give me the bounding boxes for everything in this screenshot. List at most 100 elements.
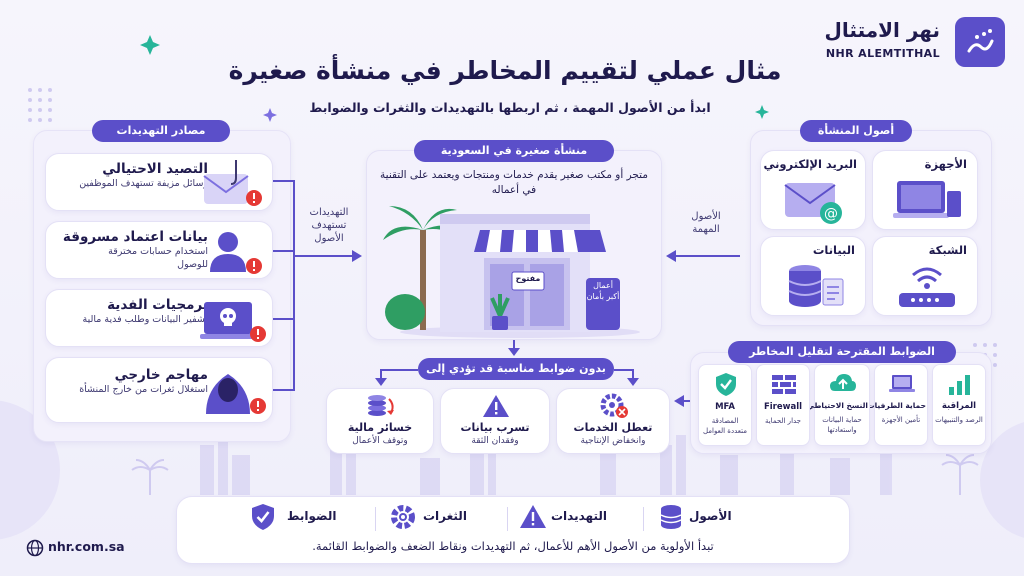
connector	[682, 400, 690, 402]
footer-label: الضوابط	[287, 509, 337, 523]
control-desc: حماية البيانات واستعادتها	[822, 416, 862, 434]
coins-loss-icon	[368, 395, 394, 416]
divider	[375, 507, 376, 531]
threats-heading: مصادر التهديدات	[92, 120, 230, 142]
threat-desc: تشفير البيانات وطلب فدية مالية	[82, 314, 208, 325]
phishing-email-icon	[203, 160, 262, 206]
store-board-text: أعمال أكبر بأمان	[586, 281, 620, 301]
asset-label: الأجهزة	[924, 157, 967, 171]
website-link[interactable]: nhr.com.sa	[48, 539, 125, 554]
threat-card-ransomware: برمجيات الفدية تشفير البيانات وطلب فدية …	[45, 289, 273, 347]
impact-desc: وتوقف الأعمال	[352, 436, 408, 446]
arrow-threats-to-business	[293, 255, 355, 257]
control-title: Firewall	[763, 402, 803, 412]
compromised-user-icon	[210, 232, 262, 274]
footer-note: تبدأ الأولوية من الأصول الأهم للأعمال، ث…	[312, 539, 714, 553]
connector	[273, 250, 295, 252]
page-subtitle: ابدأ من الأصول المهمة ، ثم اربطها بالتهد…	[309, 100, 711, 115]
impact-desc: وفقدان الثقة	[471, 436, 519, 446]
impact-card-data-leak: تسرب بيانات وفقدان الثقة	[440, 388, 550, 454]
control-card-firewall: Firewall جدار الحماية	[756, 364, 810, 446]
monitoring-chart-icon	[949, 375, 970, 395]
store-sign-open: مفتوح	[515, 274, 541, 283]
storefront-illustration	[383, 206, 640, 338]
arrow-head-icon	[508, 348, 520, 356]
connector	[273, 180, 295, 182]
database-icon	[788, 265, 844, 307]
threat-desc: استغلال ثغرات من خارج المنشأة	[79, 384, 208, 395]
impact-desc: وانخفاض الإنتاجية	[580, 436, 646, 446]
control-card-mfa: MFA المصادقة متعددة العوامل	[698, 364, 752, 446]
footer-summary: الأصول التهديدات الثغرات الضوابط تبدأ ال…	[176, 496, 850, 564]
endpoint-laptop-icon	[889, 375, 915, 392]
asset-label: البيانات	[812, 243, 855, 257]
impact-title: تعطل الخدمات	[573, 421, 653, 434]
asset-card-devices: الأجهزة	[872, 150, 978, 230]
connector	[614, 369, 634, 371]
business-heading: منشأة صغيرة في السعودية	[414, 140, 614, 162]
shield-check-icon	[252, 504, 274, 530]
control-title: المراقبة	[941, 401, 977, 411]
brand-name-ar: نهر الامتثال	[824, 18, 940, 42]
hooded-hacker-icon	[206, 374, 266, 414]
laptop-icon	[893, 181, 961, 218]
gear-icon	[391, 505, 415, 529]
control-desc: الرصد والتنبيهات	[935, 416, 983, 424]
control-title: MFA	[715, 402, 735, 412]
impact-title: خسائر مالية	[347, 421, 413, 434]
controls-heading: الضوابط المقترحة لتقليل المخاطر	[728, 341, 956, 363]
threat-title: بيانات اعتماد مسروقة	[62, 229, 208, 245]
threat-card-phishing: التصيد الاحتيالي رسائل مزيفة تستهدف المو…	[45, 153, 273, 211]
asset-card-email: البريد الإلكتروني @	[760, 150, 866, 230]
assets-heading: أصول المنشأة	[800, 120, 912, 142]
warning-icon	[520, 505, 546, 528]
asset-label: الشبكة	[928, 243, 967, 257]
threat-card-stolen-credentials: بيانات اعتماد مسروقة استخدام حسابات مختر…	[45, 221, 273, 279]
connector	[380, 369, 418, 371]
footer-label: الأصول	[689, 509, 732, 523]
threat-title: مهاجم خارجي	[114, 367, 208, 383]
arrow-label-threats: التهديدات تستهدف الأصول	[309, 207, 349, 244]
control-desc: جدار الحماية	[764, 417, 802, 425]
connector	[273, 318, 295, 320]
connector	[513, 340, 515, 352]
email-icon: @	[784, 183, 842, 224]
database-icon	[660, 505, 682, 529]
threat-title: برمجيات الفدية	[107, 297, 208, 313]
control-card-backup: النسخ الاحتياطي حماية البيانات واستعادته…	[806, 364, 870, 446]
impact-title: تسرب بيانات	[460, 421, 530, 434]
arrow-assets-to-business	[674, 255, 740, 257]
impacts-heading: بدون ضوابط مناسبة قد تؤدي إلى	[418, 358, 614, 380]
gear-error-icon	[600, 393, 628, 418]
business-description: متجر أو مكتب صغير يقدم خدمات ومنتجات ويع…	[380, 169, 648, 196]
control-card-monitoring: المراقبة الرصد والتنبيهات	[932, 364, 986, 446]
svg-text:@: @	[824, 206, 838, 222]
arrow-head-icon	[666, 250, 676, 262]
threat-card-external-attacker: مهاجم خارجي استغلال ثغرات من خارج المنشأ…	[45, 357, 273, 423]
control-card-endpoint: حماية الطرفيات تأمين الأجهزة	[867, 364, 928, 446]
firewall-icon	[772, 375, 796, 394]
connector	[632, 369, 634, 381]
shield-check-icon	[716, 373, 736, 396]
brand-name-en: NHR ALEMTITHAL	[825, 47, 940, 60]
connector	[380, 369, 382, 381]
page-title: مثال عملي لتقييم المخاطر في منشأة صغيرة	[228, 56, 782, 85]
connector	[293, 180, 295, 391]
globe-icon	[26, 539, 44, 557]
footer-label: التهديدات	[551, 509, 607, 523]
impact-card-service-disruption: تعطل الخدمات وانخفاض الإنتاجية	[556, 388, 670, 454]
footer-label: الثغرات	[423, 509, 467, 523]
arrow-head-icon	[674, 395, 684, 407]
asset-card-network: الشبكة	[872, 236, 978, 316]
asset-card-data: البيانات	[760, 236, 866, 316]
connector	[273, 389, 295, 391]
divider	[643, 507, 644, 531]
threat-desc: رسائل مزيفة تستهدف الموظفين	[79, 178, 208, 189]
control-title: النسخ الاحتياطي	[806, 401, 868, 410]
control-title: حماية الطرفيات	[867, 401, 926, 410]
ransomware-skull-icon	[200, 302, 266, 342]
brand-logo-icon	[967, 29, 994, 53]
control-desc: تأمين الأجهزة	[881, 416, 921, 424]
threat-title: التصيد الاحتيالي	[102, 161, 208, 177]
control-desc: المصادقة متعددة العوامل	[703, 417, 747, 435]
